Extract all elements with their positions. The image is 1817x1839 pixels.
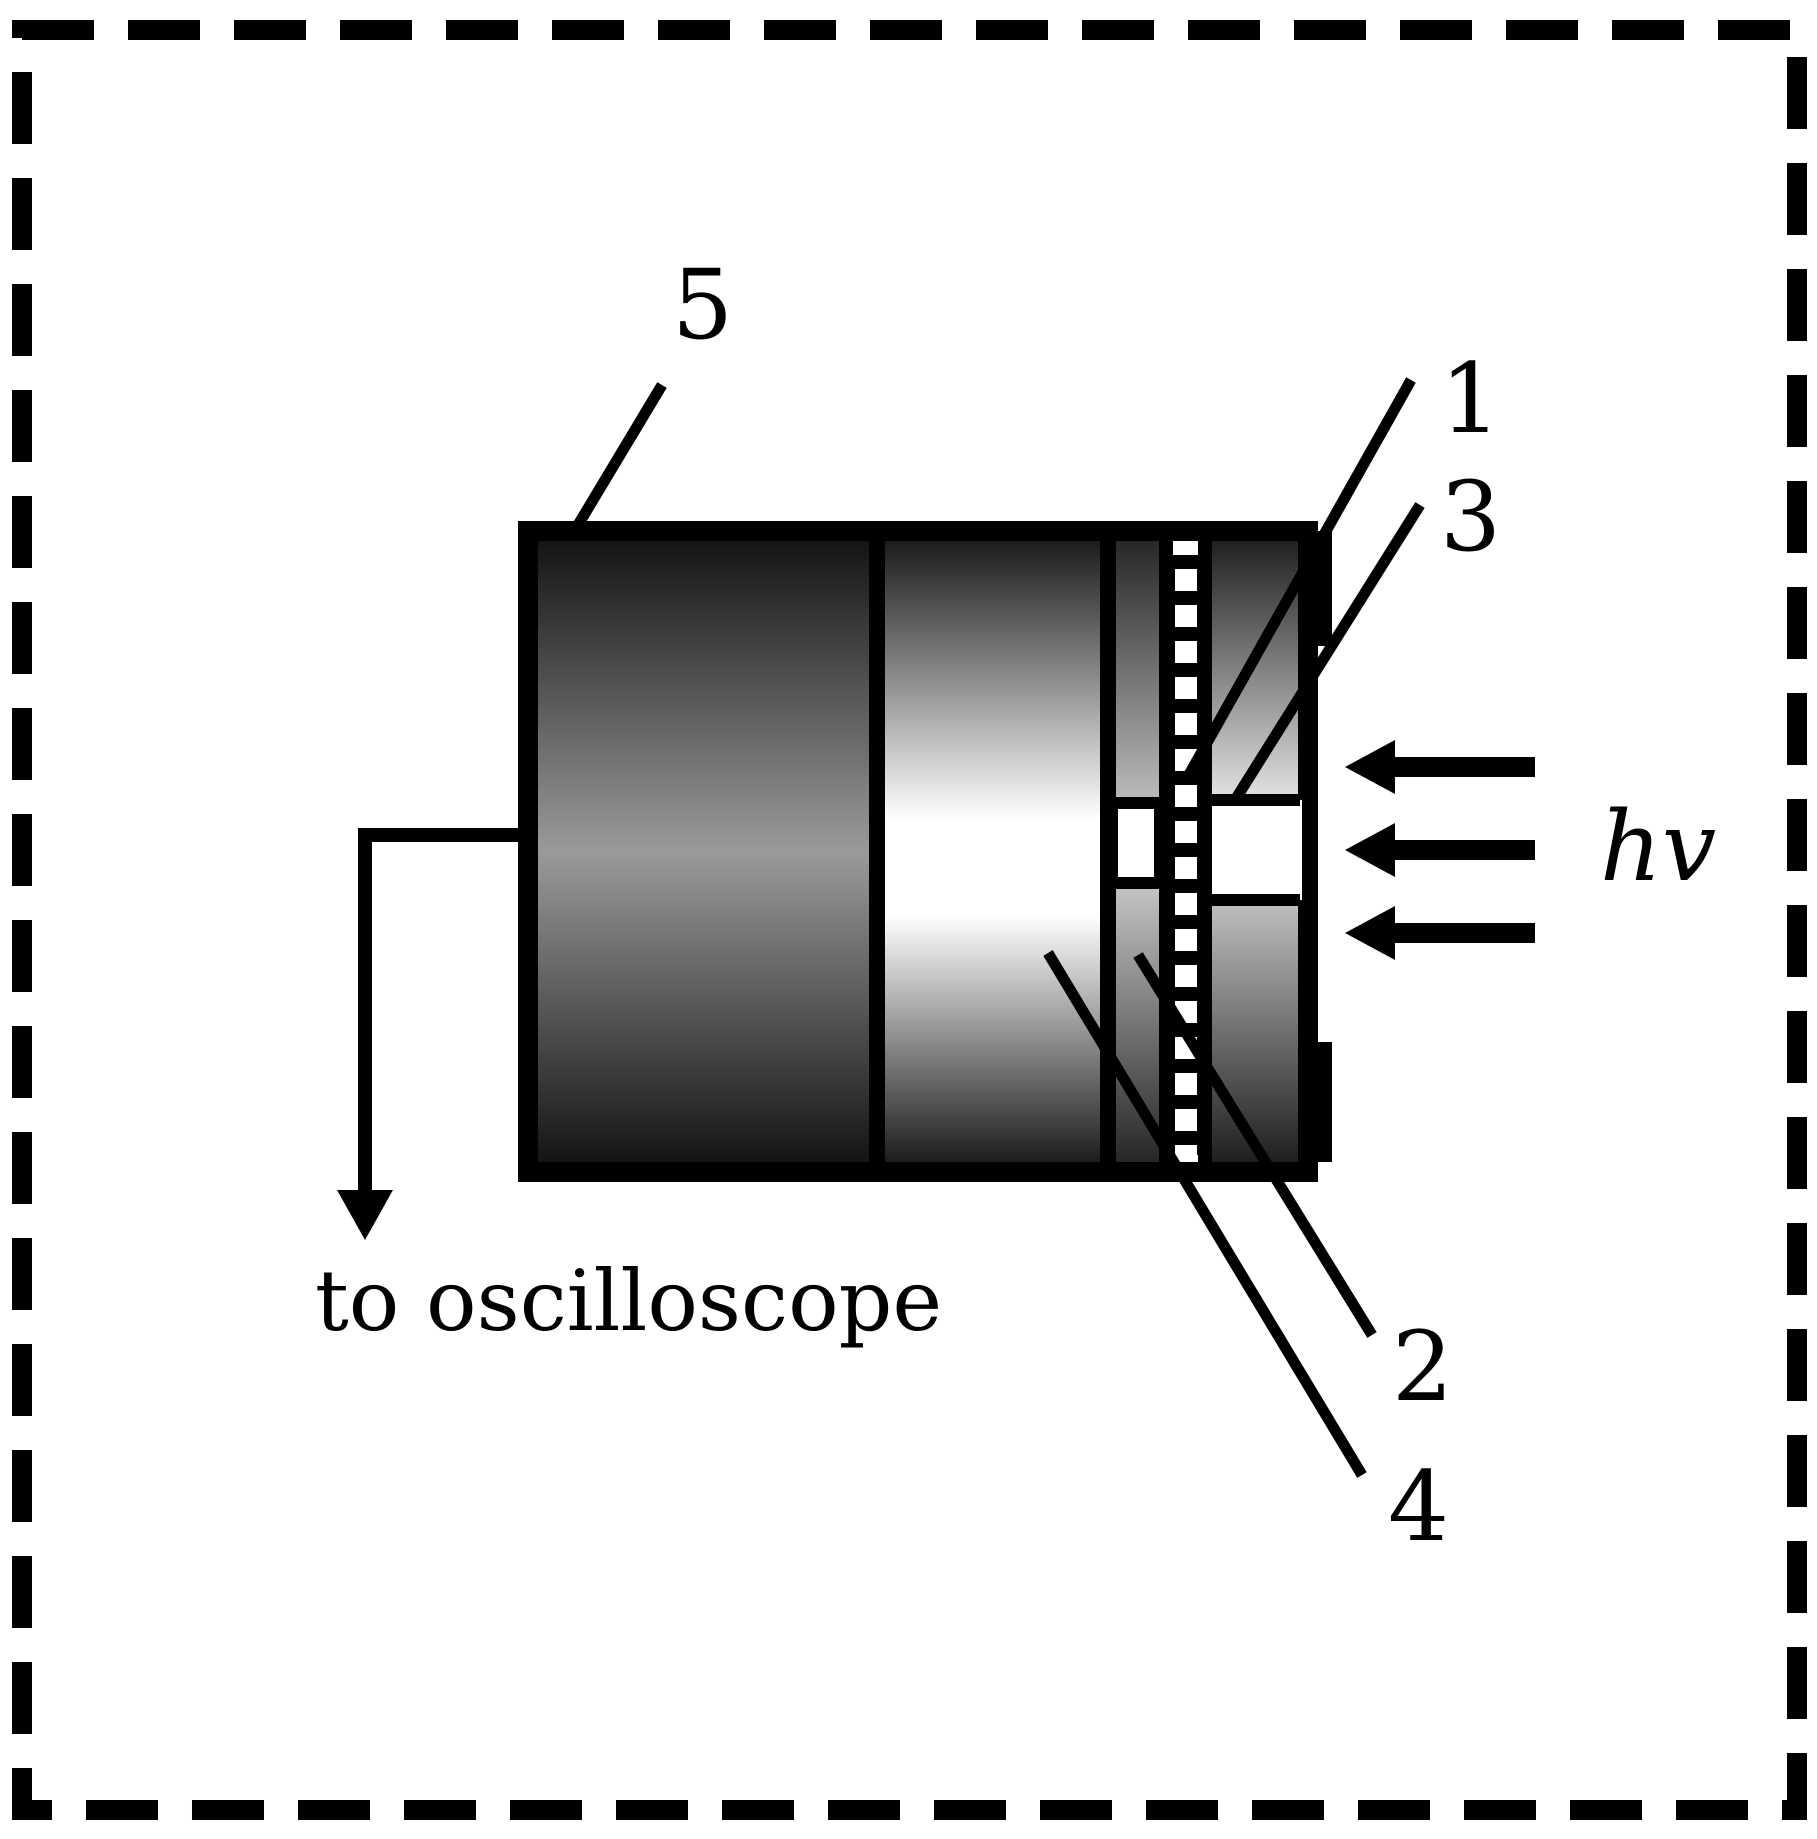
label-part-2: 2	[1392, 1311, 1453, 1423]
label-part-4: 4	[1388, 1451, 1449, 1563]
light-arrow-top-head	[1345, 740, 1395, 794]
light-arrow-mid-head	[1345, 823, 1395, 877]
leader-2	[1133, 952, 1377, 1338]
light-arrow-bottom-head	[1345, 906, 1395, 960]
label-part-1: 1	[1440, 343, 1501, 455]
label-part-3: 3	[1440, 461, 1501, 573]
body-outline	[518, 521, 1318, 1182]
label-light-hv: hv	[1600, 791, 1716, 903]
output-arrowhead	[337, 1190, 393, 1240]
middle-section	[878, 533, 1106, 1170]
enclosure-dashed-border	[12, 20, 1807, 1820]
leader-4	[1043, 950, 1367, 1478]
leader-3	[1230, 502, 1425, 803]
clamp-bottom	[1302, 1042, 1332, 1162]
detector-body	[518, 521, 1332, 1182]
leader-5	[573, 382, 667, 528]
label-output-oscilloscope: to oscilloscope	[315, 1252, 942, 1350]
aperture-right	[1212, 800, 1302, 900]
leader-1	[1181, 377, 1416, 783]
label-part-5: 5	[672, 249, 733, 361]
part-5-section	[530, 533, 875, 1170]
output-wire	[358, 828, 520, 1205]
aperture-left	[1106, 797, 1166, 889]
light-arrows	[1345, 740, 1535, 960]
